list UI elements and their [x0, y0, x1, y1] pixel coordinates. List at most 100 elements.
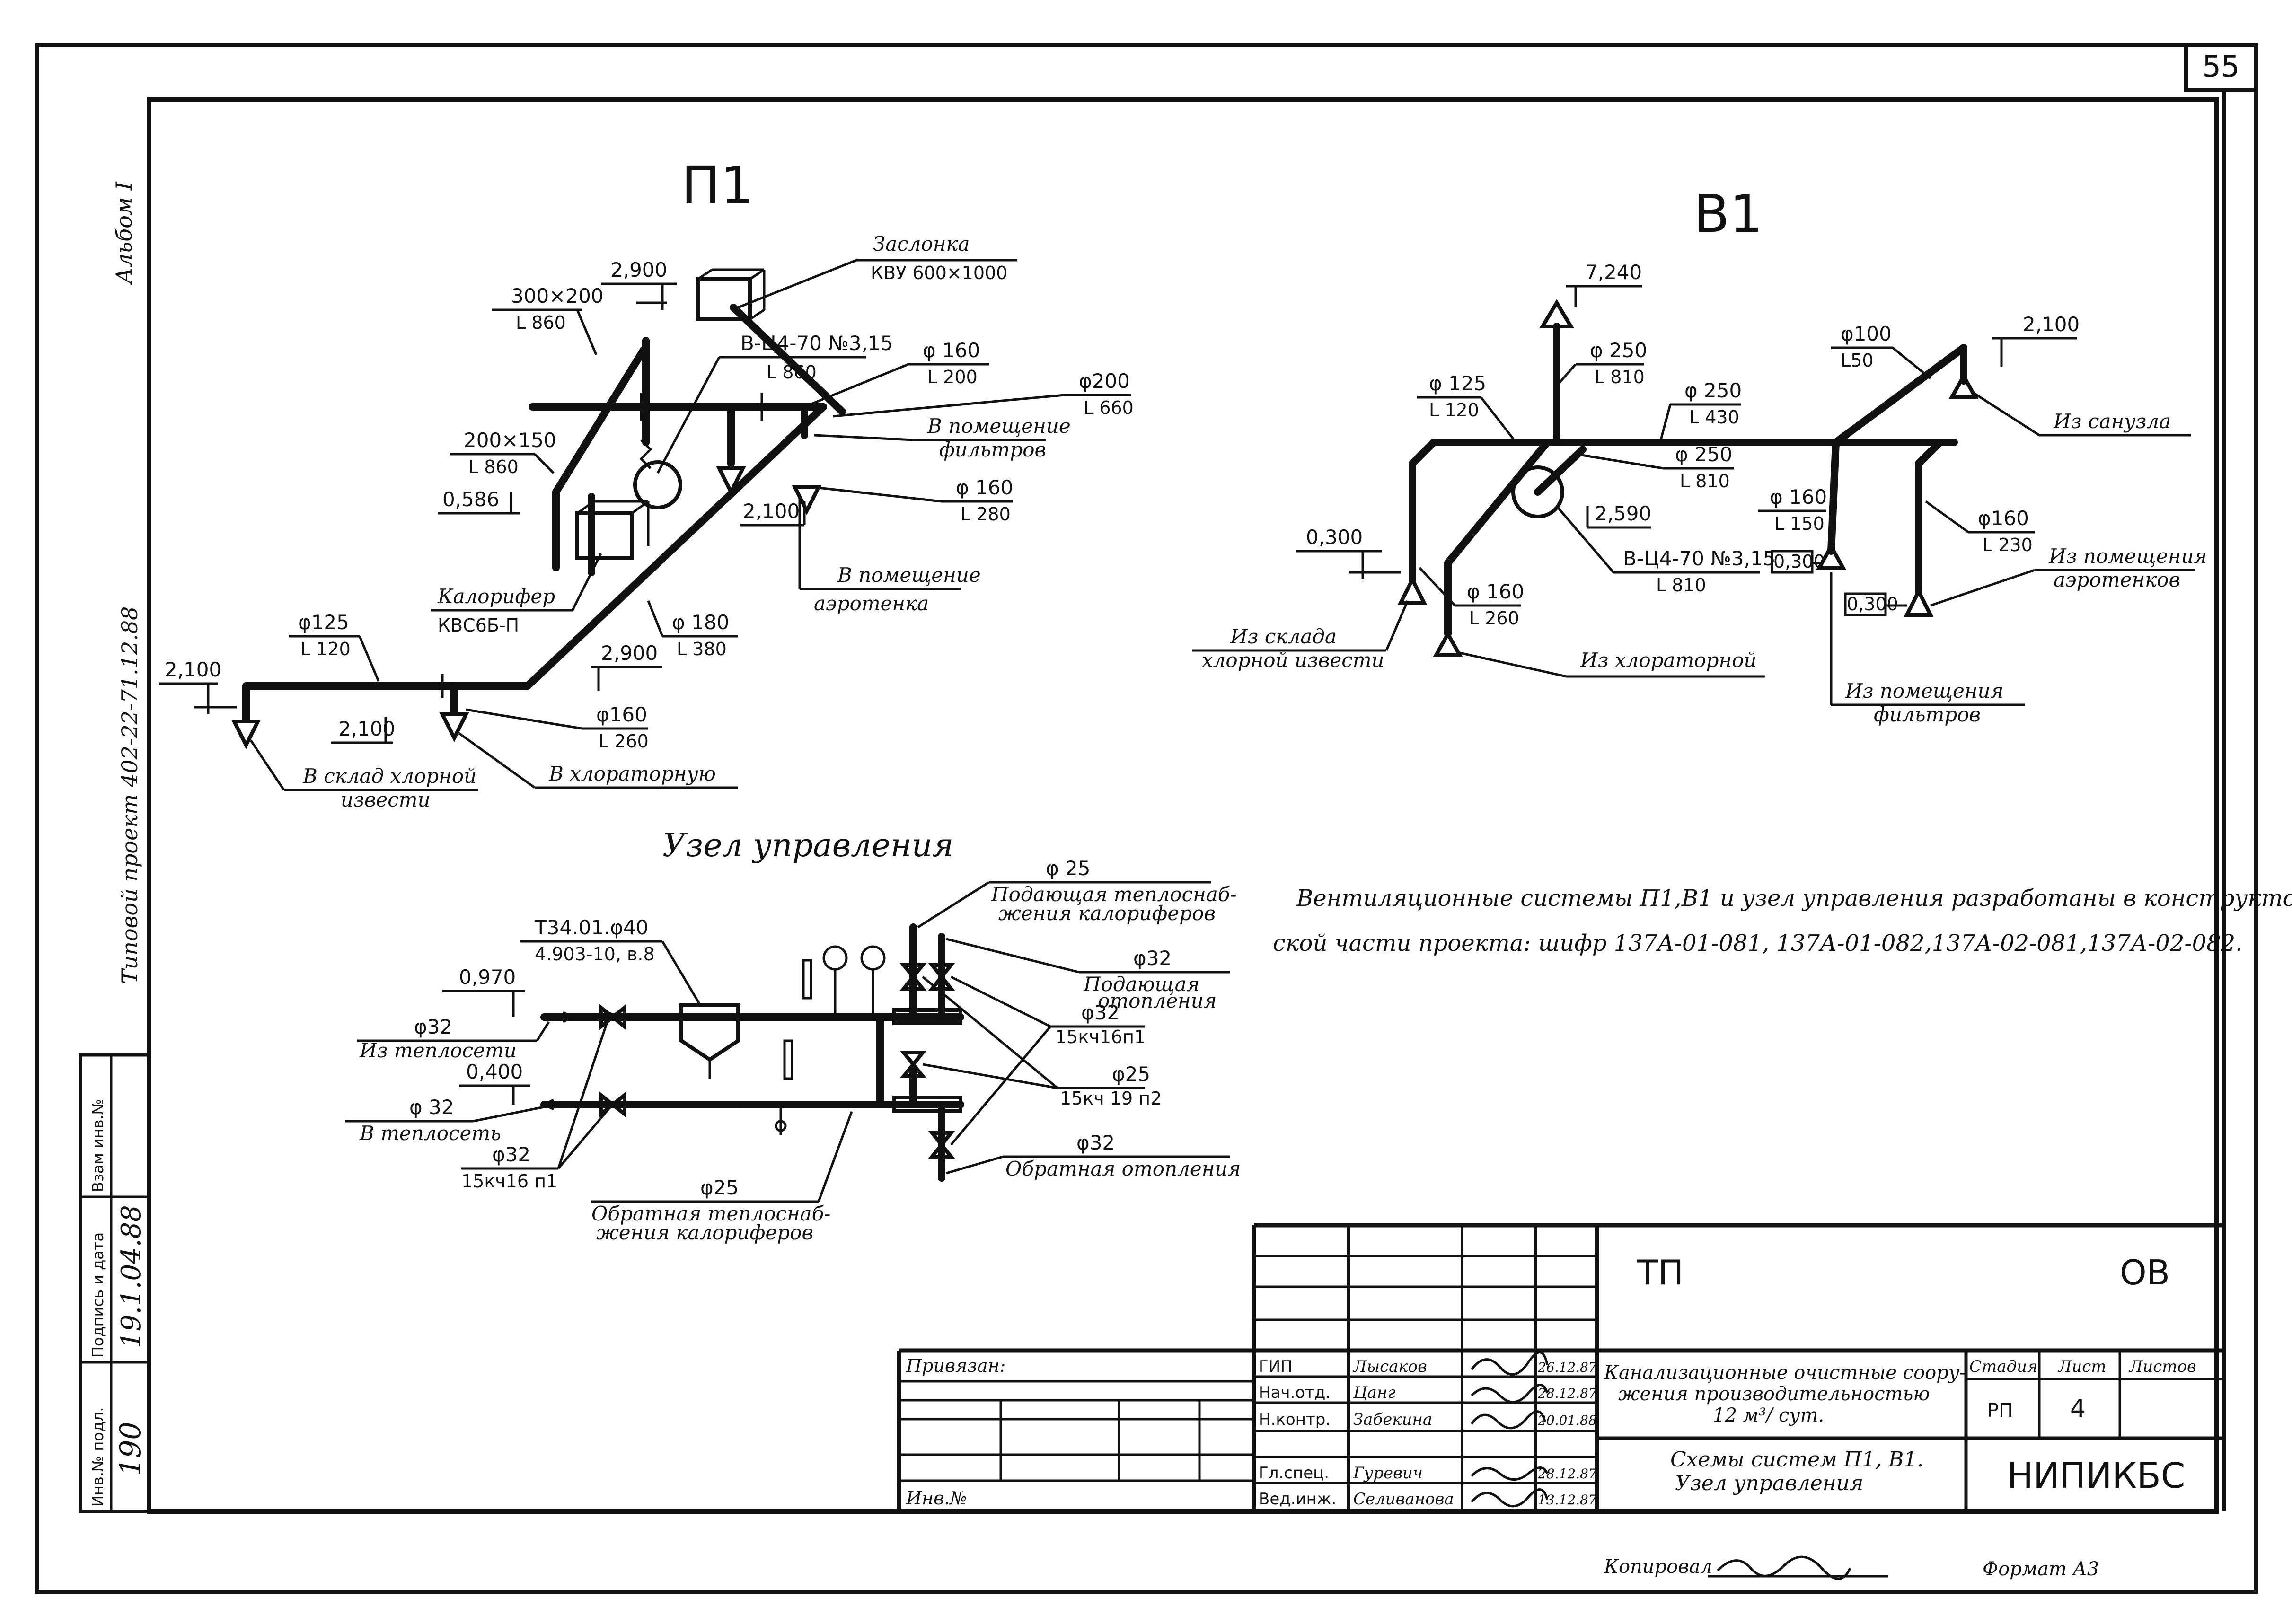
- tb-date-2: 20.01.88: [1537, 1413, 1597, 1428]
- node-sup-heat-2: отопления: [1098, 989, 1217, 1012]
- b1-d250c-l: L 810: [1680, 471, 1730, 492]
- pressure-gauge-2-icon: [860, 945, 886, 971]
- signature-0: [1471, 1351, 1549, 1376]
- b1-left-branch: [1409, 439, 1437, 583]
- p1-to-aero-1: В помещение: [837, 563, 981, 587]
- p1-scheme: П1: [159, 155, 1134, 811]
- note-line-1: Вентиляционные системы П1,В1 и узел упра…: [1296, 885, 2292, 912]
- node-sup-heat-1: Подающая: [1083, 973, 1199, 996]
- p1-terminal-sklad: [231, 720, 261, 749]
- p1-duct-horizontal: [529, 304, 846, 415]
- tb-stage: РП: [1987, 1400, 2013, 1422]
- title-block: ТП ОВ Привязан: Инв.№ ГИП Нач.отд. Н.кон…: [897, 1223, 2224, 1511]
- node-level-0400: 0,400: [466, 1060, 523, 1083]
- b1-fan-icon: [1511, 465, 1564, 518]
- tb-name-1: Цанг: [1353, 1383, 1396, 1402]
- b1-level-0300c: 0,300: [1847, 594, 1898, 614]
- b1-level-2590: 2,590: [1595, 502, 1651, 525]
- b1-level-7240: 7,240: [1585, 261, 1642, 284]
- format-label: Формат А3: [1983, 1558, 2099, 1580]
- tb-stage-header: Стадия: [1969, 1357, 2037, 1376]
- p1-d180: φ 180: [672, 611, 729, 634]
- node-d25a: φ25: [700, 1176, 739, 1199]
- node-d25top: φ 25: [1046, 857, 1091, 880]
- valve-heat-supply-icon: [928, 963, 955, 991]
- p1-to-aero-2: аэротенка: [814, 592, 929, 615]
- p1-d200: φ200: [1079, 369, 1130, 393]
- node-sup-cal-1: Подающая теплоснаб-: [991, 883, 1237, 906]
- node-d32b: φ 32: [409, 1096, 454, 1119]
- tb-date-4: 28.12.87: [1537, 1466, 1597, 1482]
- b1-fan-l: L 810: [1656, 575, 1706, 596]
- node-from-net: Из теплосети: [359, 1039, 517, 1062]
- b1-d250b-l: L 430: [1689, 407, 1739, 428]
- b1-from-san: Из санузла: [2053, 410, 2171, 433]
- tb-name-4: Гуревич: [1353, 1464, 1423, 1483]
- p1-kalorifer: Калорифер: [437, 585, 555, 608]
- inner-frame: [147, 97, 2219, 1514]
- album-label: Альбом I: [111, 181, 137, 285]
- copied-label: Копировал: [1604, 1556, 1712, 1578]
- p1-level-2900b: 2,900: [601, 641, 658, 665]
- b1-d125: φ 125: [1429, 372, 1486, 395]
- p1-to-filters-1: В помещение: [927, 414, 1071, 438]
- b1-d250c: φ 250: [1675, 443, 1732, 466]
- pressure-gauge-1-icon: [822, 945, 848, 971]
- p1-to-sklad-1: В склад хлорной: [302, 764, 476, 788]
- p1-level-0586: 0,586: [442, 488, 499, 511]
- page-number: 55: [2203, 49, 2240, 84]
- b1-terminal-aero: [1904, 587, 1934, 617]
- p1-zaslonka-label: Заслонка: [873, 232, 970, 255]
- tb-object-1: Канализационные очистные соору-: [1604, 1362, 1966, 1384]
- b1-from-chlor: Из хлораторной: [1580, 649, 1757, 672]
- b1-fan-label: В-Ц4-70 №3,15: [1623, 547, 1775, 570]
- b1-d125-l: L 120: [1429, 400, 1479, 421]
- mud-pan-icon: [679, 1003, 740, 1062]
- node-d32d: φ32: [1133, 947, 1172, 970]
- tb-sheet-title-2: Узел управления: [1675, 1471, 1863, 1495]
- node-collector-top: [892, 1008, 962, 1025]
- p1-terminal-chlor: [439, 712, 469, 742]
- p1-d160b-l: L 280: [961, 504, 1011, 525]
- node-title: Узел управления: [662, 827, 953, 864]
- node-to-net: В теплосеть: [359, 1122, 501, 1145]
- node-d32a: φ32: [414, 1015, 452, 1038]
- node-d32e-l: 15кч16п1: [1055, 1027, 1146, 1047]
- tb-object-2: жения производительностью: [1618, 1383, 1930, 1405]
- node-collector-bottom: [892, 1096, 962, 1113]
- b1-d160c-l: L 260: [1469, 608, 1519, 629]
- p1-kvs: КВС6Б-П: [438, 615, 519, 636]
- valve-return-icon: [599, 1091, 626, 1118]
- damper-box: [696, 268, 766, 321]
- p1-fan-label: В-Ц4-70 №3,15: [740, 332, 893, 355]
- b1-terminal-sklad: [1397, 575, 1428, 605]
- tb-list-header: Лист: [2057, 1357, 2107, 1376]
- tb-name-0: Лысаков: [1352, 1357, 1427, 1376]
- p1-fan-l: L 860: [767, 362, 817, 383]
- node-d32c: φ32: [492, 1143, 530, 1166]
- b1-d160c: φ 160: [1467, 580, 1524, 603]
- node-t34: Т34.01.φ40: [534, 916, 648, 939]
- node-d25b-l: 15кч 19 п2: [1060, 1088, 1162, 1109]
- b1-terminal-filters: [1816, 542, 1846, 570]
- signature-5: [1471, 1488, 1549, 1508]
- b1-scheme: В1 7,240 φ 250 L 810 φ 125 L 120 φ 250 L…: [1192, 184, 2207, 726]
- signature-2: [1470, 1410, 1546, 1430]
- b1-from-filt-1: Из помещения: [1845, 679, 2003, 702]
- valve-cal-supply-icon: [899, 963, 927, 991]
- p1-d160b: φ 160: [956, 476, 1013, 499]
- tb-code-left: ТП: [1637, 1253, 1684, 1292]
- b1-from-aero-1: Из помещения: [2048, 544, 2207, 568]
- b1-d160b-l: L 230: [1983, 535, 2033, 555]
- p1-level-2900: 2,900: [610, 258, 667, 281]
- tb-list: 4: [2070, 1395, 2086, 1423]
- tb-object-3: 12 м³/ сут.: [1713, 1405, 1824, 1426]
- stamp-date-value: 19.1.04.88: [116, 1205, 147, 1348]
- tb-role-5: Вед.инж.: [1259, 1490, 1336, 1509]
- stamp-sign-date: Подпись и дата: [89, 1232, 107, 1358]
- b1-d160b: φ160: [1978, 507, 2029, 530]
- p1-d200x150: 200×150: [464, 429, 556, 452]
- p1-to-sklad-2: извести: [341, 788, 431, 811]
- b1-filter-riser: [1827, 439, 1840, 555]
